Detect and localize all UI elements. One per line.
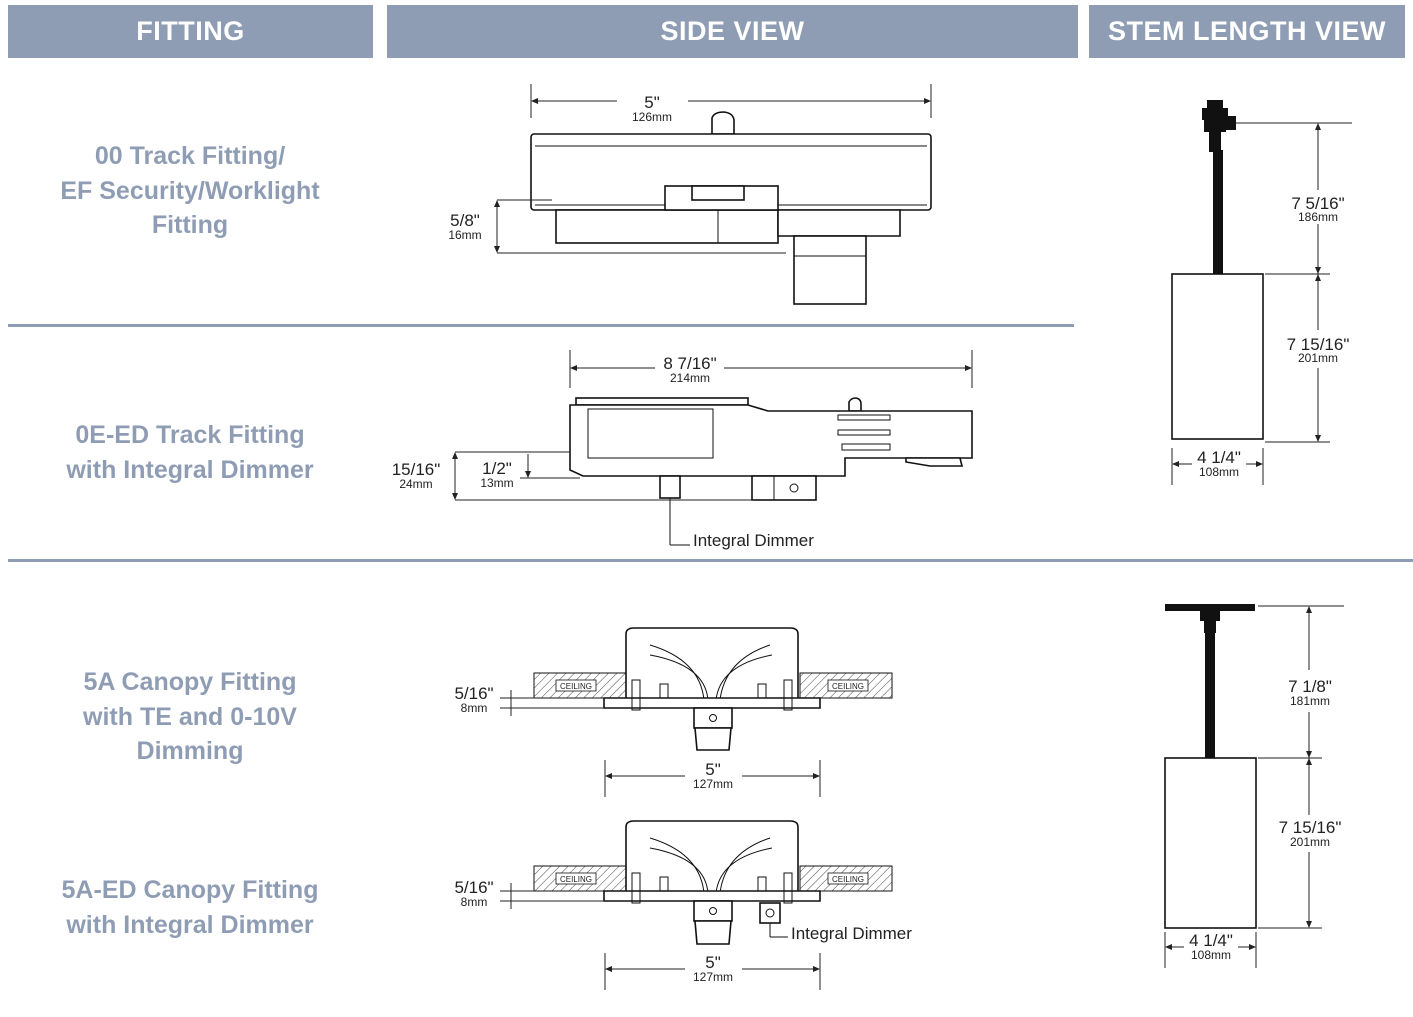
dim-stem1-body-mm: 201mm [1298,351,1338,365]
fitting-label-line: Fitting [151,211,229,239]
dim-stem1-width-imp: 4 1/4" [1197,448,1241,467]
header-side-view: SIDE VIEW [387,5,1078,58]
dim-f1-width-imp: 5" [644,93,660,112]
row-separator [8,324,1074,327]
fitting-label-line: EF Security/Worklight [60,176,320,205]
header-stem-length-view: STEM LENGTH VIEW [1089,5,1405,58]
dim-f2-height2-mm: 13mm [480,476,513,490]
fitting-label-5a: 5A Canopy Fitting with TE and 0-10V Dimm… [20,665,360,769]
fitting-label-line: 0E-ED Track Fitting [75,421,305,449]
row-separator [8,559,1413,562]
stem-length-view-canopy-drawing: 7 1/8" 181mm 7 15/16" 201mm 4 1/4" 108mm [1164,604,1344,968]
dim-f3-width-imp: 5" [705,760,721,779]
dim-stem2-width-imp: 4 1/4" [1189,931,1233,950]
ceiling-label: CEILING [560,875,592,884]
dim-f3-width-mm: 127mm [693,777,733,791]
canopy-fitting-5a-ed-drawing: CEILING CEILING Integral Dimmer 5/16" 8m… [454,820,912,990]
fitting-label-line: Dimming [136,737,244,765]
dim-f1-height-mm: 16mm [448,228,481,242]
fitting-label-line: with Integral Dimmer [66,910,314,939]
track-fitting-0e-ed-drawing: 8 7/16" 214mm Integral Dimmer 15/16" 24m… [392,350,973,550]
dim-f2-height-mm: 24mm [399,477,432,491]
ceiling-label: CEILING [560,682,592,691]
dim-stem2-stem-imp: 7 1/8" [1288,677,1332,696]
dim-f4-width-mm: 127mm [693,970,733,984]
dim-f1-height-imp: 5/8" [450,211,480,230]
fitting-label-0e-ed: 0E-ED Track Fitting with Integral Dimmer [20,418,360,487]
fitting-label-line: with TE and 0-10V [83,702,297,731]
annotation-integral-dimmer: Integral Dimmer [791,924,912,943]
dim-stem2-width-mm: 108mm [1191,948,1231,962]
dim-f3-height-mm: 8mm [461,701,488,715]
dim-f2-width-mm: 214mm [670,371,710,385]
dim-f4-height-mm: 8mm [461,895,488,909]
dim-f2-width-imp: 8 7/16" [663,354,716,373]
fitting-label-line: 5A-ED Canopy Fitting [61,876,319,904]
dim-stem2-stem-mm: 181mm [1290,694,1330,708]
fitting-label-line: 5A Canopy Fitting [83,668,297,696]
dim-stem1-stem-imp: 7 5/16" [1291,194,1344,213]
dim-f2-height-imp: 15/16" [392,460,441,479]
header-fitting: FITTING [8,5,373,58]
dim-stem2-body-mm: 201mm [1290,835,1330,849]
fitting-label-line: with Integral Dimmer [66,455,314,484]
dim-stem2-body-imp: 7 15/16" [1279,818,1342,837]
fitting-label-00: 00 Track Fitting/ EF Security/Worklight … [20,139,360,243]
fitting-label-5a-ed: 5A-ED Canopy Fitting with Integral Dimme… [20,873,360,942]
dim-stem1-stem-mm: 186mm [1298,210,1338,224]
stem-length-view-track-drawing: 7 5/16" 186mm 7 15/16" 201mm 4 1/4" 108m… [1171,100,1352,485]
dim-stem1-body-imp: 7 15/16" [1287,335,1350,354]
dim-f1-width-mm: 126mm [632,110,672,124]
fitting-label-line: 00 Track Fitting/ [94,142,286,170]
annotation-integral-dimmer: Integral Dimmer [693,531,814,550]
canopy-fitting-5a-drawing: CEILING CEILING 5/16" 8mm 5" 127mm [454,627,893,797]
dim-f2-height2-imp: 1/2" [482,459,512,478]
dim-f4-height-imp: 5/16" [454,878,493,897]
dim-f4-width-imp: 5" [705,953,721,972]
ceiling-label: CEILING [832,682,864,691]
dim-f3-height-imp: 5/16" [454,684,493,703]
ceiling-label: CEILING [832,875,864,884]
track-fitting-00-drawing: 5" 126mm 5/8" 16mm [448,84,932,305]
dim-stem1-width-mm: 108mm [1199,465,1239,479]
